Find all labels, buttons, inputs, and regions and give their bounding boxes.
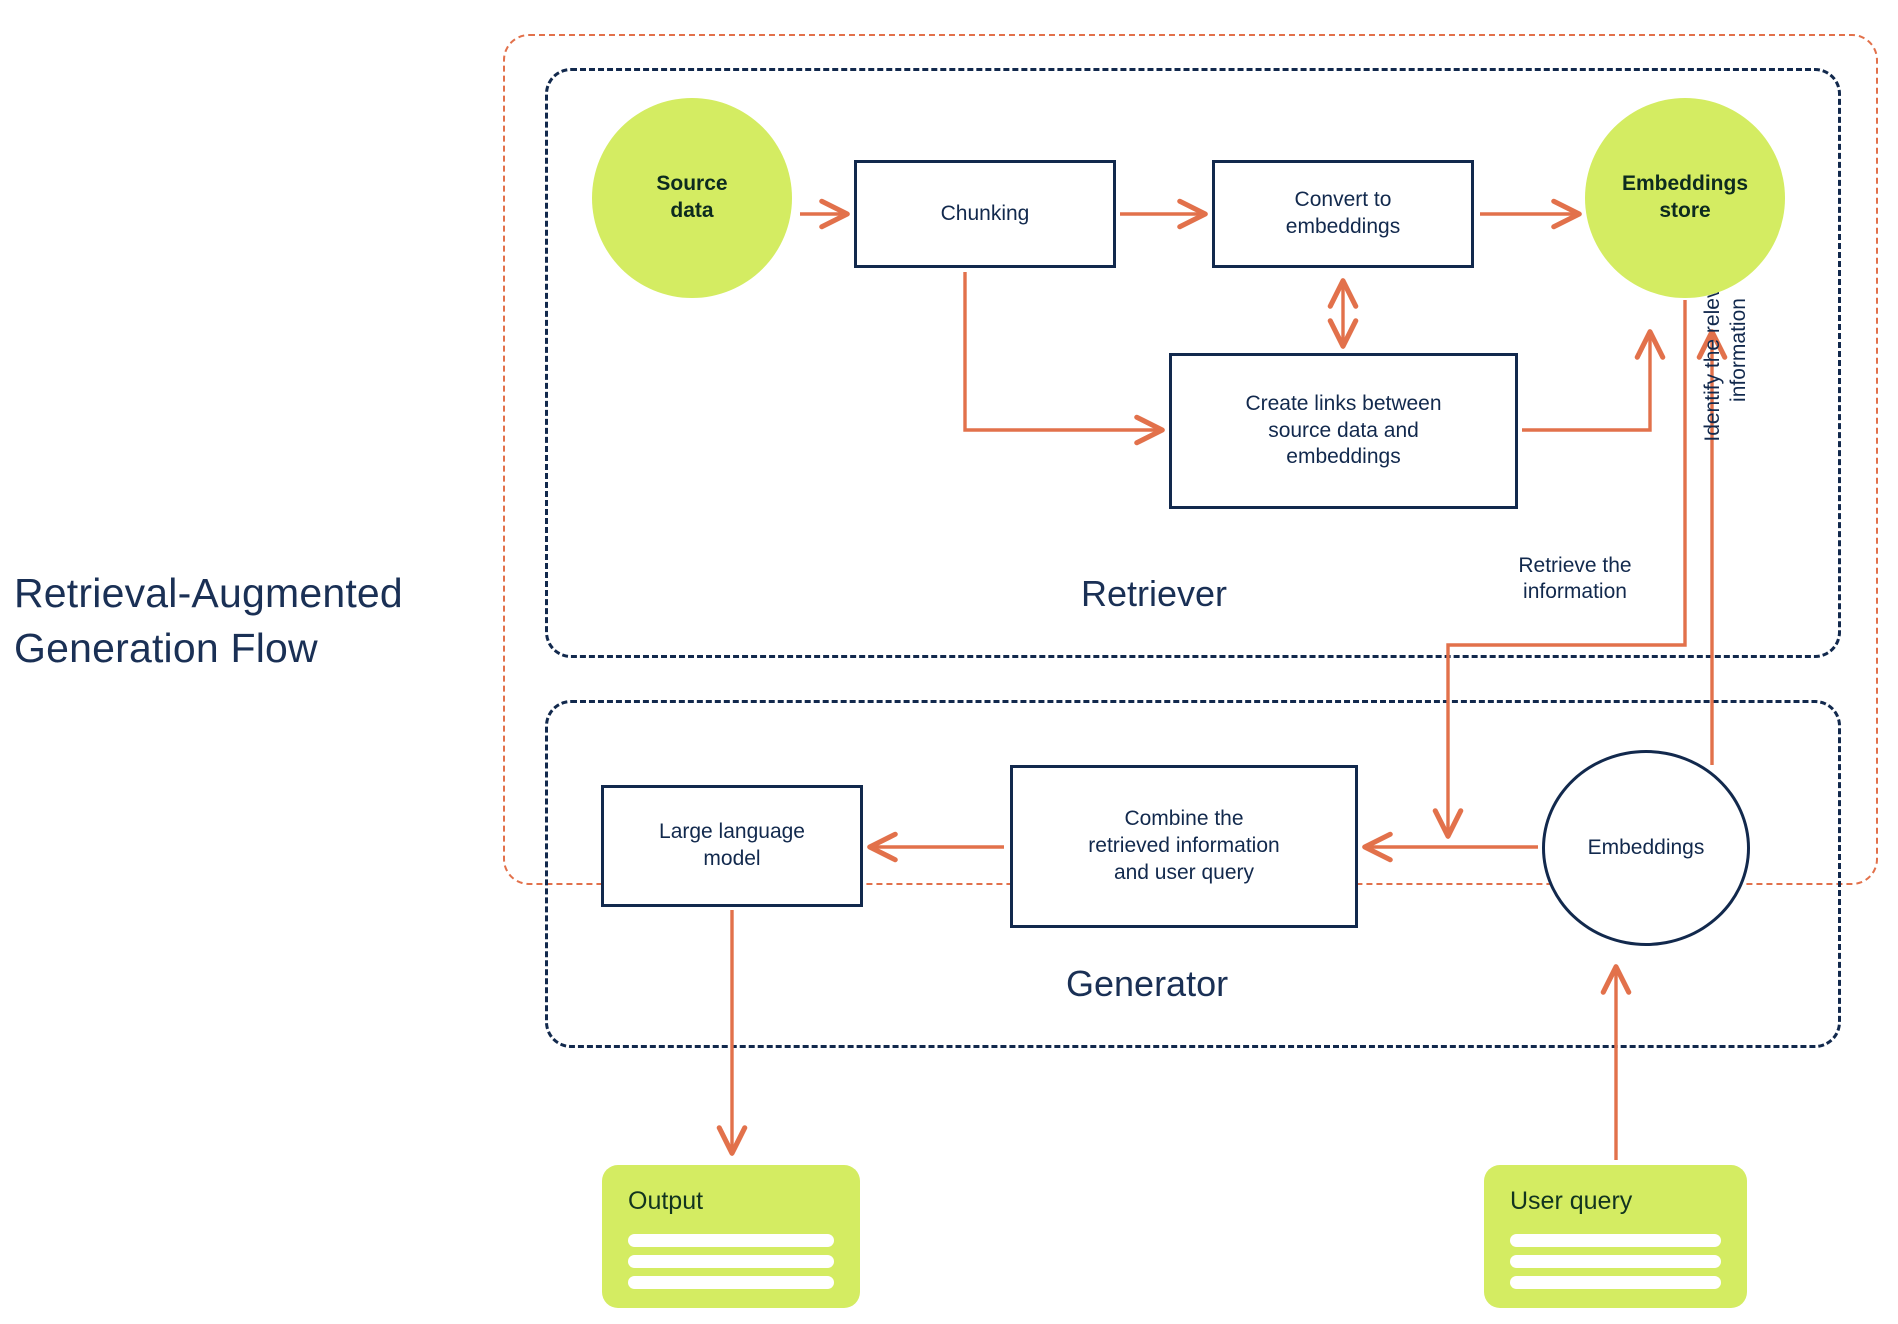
card-line	[628, 1276, 834, 1289]
card-line	[1510, 1234, 1721, 1247]
page-title: Retrieval-Augmented Generation Flow	[14, 570, 403, 672]
node-combine[interactable]: Combine the retrieved information and us…	[1010, 765, 1358, 928]
generator-container	[545, 700, 1841, 1048]
retriever-label: Retriever	[1081, 573, 1228, 614]
card-user-query-lines	[1510, 1234, 1721, 1289]
card-output-title: Output	[628, 1187, 704, 1215]
card-line	[1510, 1255, 1721, 1268]
card-user-query[interactable]: User query	[1484, 1165, 1747, 1308]
node-convert-to-embeddings[interactable]: Convert to embeddings	[1212, 160, 1474, 268]
edge-label-retrieve-information: Retrieve the information	[1518, 554, 1632, 604]
edge-chunking-to-createlinks	[963, 272, 1165, 446]
generator-label: Generator	[1066, 963, 1229, 1004]
card-line	[628, 1255, 834, 1268]
node-create-links[interactable]: Create links between source data and emb…	[1169, 353, 1518, 509]
node-embeddings[interactable]: Embeddings	[1542, 750, 1750, 946]
edge-retrieve-information	[1432, 300, 1687, 839]
card-user-query-title: User query	[1510, 1187, 1633, 1215]
node-source-data[interactable]: Source data	[592, 98, 792, 298]
card-output[interactable]: Output	[602, 1165, 860, 1308]
retriever-container	[545, 68, 1841, 658]
card-line	[1510, 1276, 1721, 1289]
node-large-language-model[interactable]: Large language model	[601, 785, 863, 907]
card-output-lines	[628, 1234, 834, 1289]
edge-createlinks-to-store	[1522, 329, 1666, 432]
card-line	[628, 1234, 834, 1247]
node-chunking[interactable]: Chunking	[854, 160, 1116, 268]
node-embeddings-store[interactable]: Embeddings store	[1585, 98, 1785, 298]
